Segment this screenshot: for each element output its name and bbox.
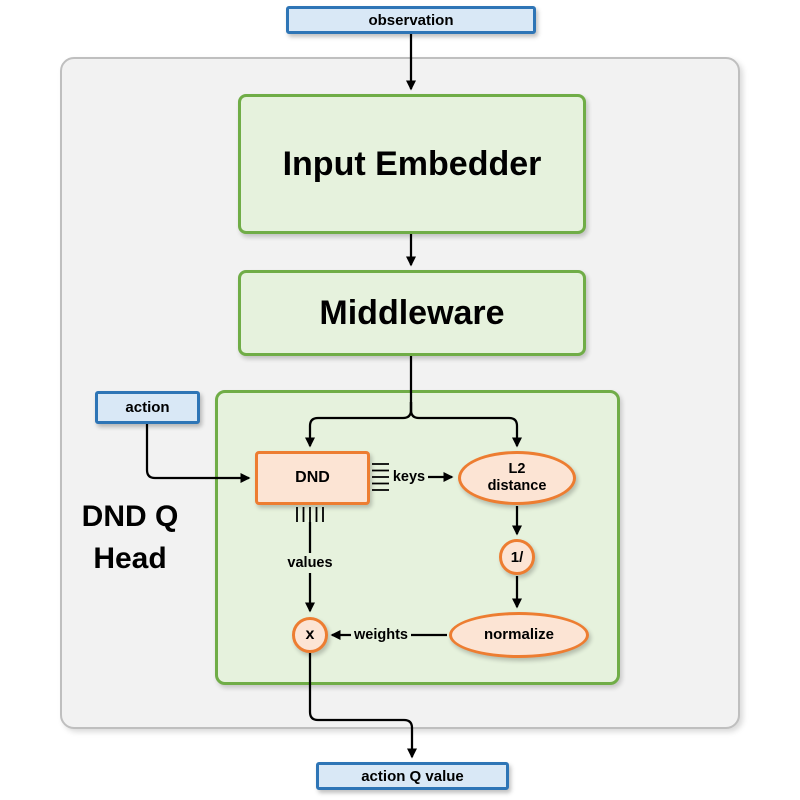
reciprocal-node: 1/ bbox=[499, 539, 535, 575]
l2-distance-node: L2 distance bbox=[458, 451, 576, 505]
edge-stem-to-dnd bbox=[305, 402, 413, 448]
edge-multiply-to-output bbox=[308, 653, 417, 759]
multiply-node: x bbox=[292, 617, 328, 653]
observation-node: observation bbox=[286, 6, 536, 34]
keys-bus-icon bbox=[372, 463, 389, 491]
keys-edge-label: keys bbox=[390, 467, 428, 487]
values-bus-icon bbox=[296, 507, 324, 522]
group-title: DND Q Head bbox=[55, 496, 205, 580]
dnd-node: DND bbox=[255, 451, 370, 505]
group-title-line2: Head bbox=[93, 542, 167, 575]
values-edge-label: values bbox=[282, 553, 338, 573]
edge-action-to-dnd bbox=[145, 424, 251, 483]
action-node: action bbox=[95, 391, 200, 424]
action-q-value-node: action Q value bbox=[316, 762, 509, 790]
l2-distance-line2: distance bbox=[487, 478, 547, 494]
group-title-line1: DND Q bbox=[81, 500, 179, 533]
edge-stem-to-l2 bbox=[409, 402, 522, 448]
normalize-node: normalize bbox=[449, 612, 589, 658]
middleware-node: Middleware bbox=[238, 270, 586, 356]
l2-distance-line1: L2 bbox=[508, 461, 526, 478]
input-embedder-node: Input Embedder bbox=[238, 94, 586, 234]
weights-edge-label: weights bbox=[351, 624, 411, 645]
